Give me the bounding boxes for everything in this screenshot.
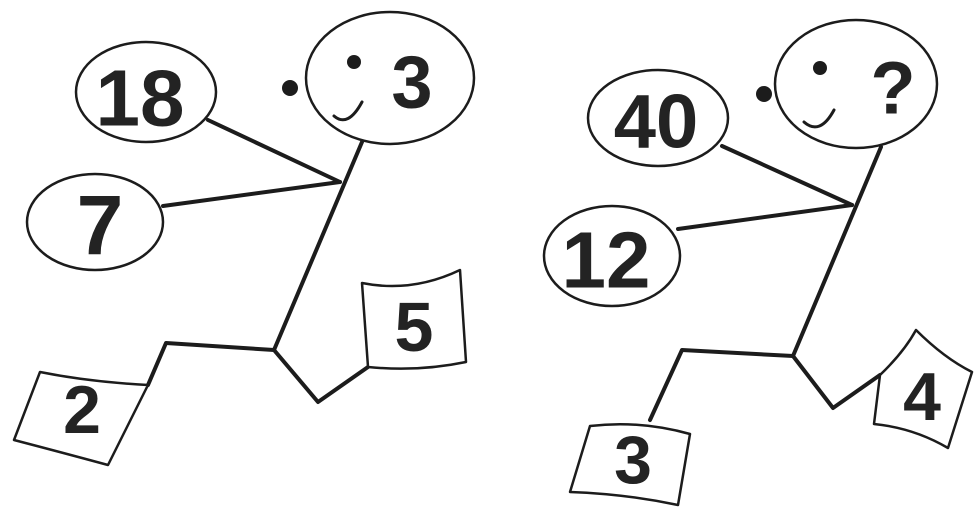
figure-left-nose-icon	[282, 80, 298, 96]
figure-right-nose-icon	[756, 86, 772, 102]
figure-left-front-leg	[274, 350, 368, 402]
figure-right-upper-balloon-value: 40	[614, 80, 699, 165]
figure-right-front-foot-value: 4	[903, 359, 941, 435]
figure-left-head	[306, 12, 474, 144]
figure-left-upper-string	[208, 120, 340, 182]
figure-right-upper-string	[722, 146, 852, 205]
figure-right-lower-string	[678, 205, 852, 229]
figure-right-back-foot-value: 3	[614, 422, 652, 498]
figure-left-head-value: 3	[391, 41, 432, 124]
figure-right-body	[650, 147, 881, 420]
figure-left: 3 18 7 2 5	[14, 12, 474, 465]
figure-right: ? 40 12 3 4	[544, 20, 972, 505]
figure-right-head-value: ?	[870, 47, 915, 130]
figure-left-lower-balloon-value: 7	[77, 178, 124, 272]
figure-right-front-leg	[793, 356, 880, 408]
figure-right-lower-balloon-value: 12	[562, 216, 651, 305]
figure-left-back-foot-value: 2	[63, 372, 101, 448]
figure-left-front-foot-value: 5	[395, 288, 434, 366]
figure-left-upper-balloon-value: 18	[96, 54, 185, 143]
figure-left-eye-icon	[347, 55, 361, 69]
figure-right-eye-icon	[813, 61, 827, 75]
figure-left-lower-string	[163, 182, 340, 206]
